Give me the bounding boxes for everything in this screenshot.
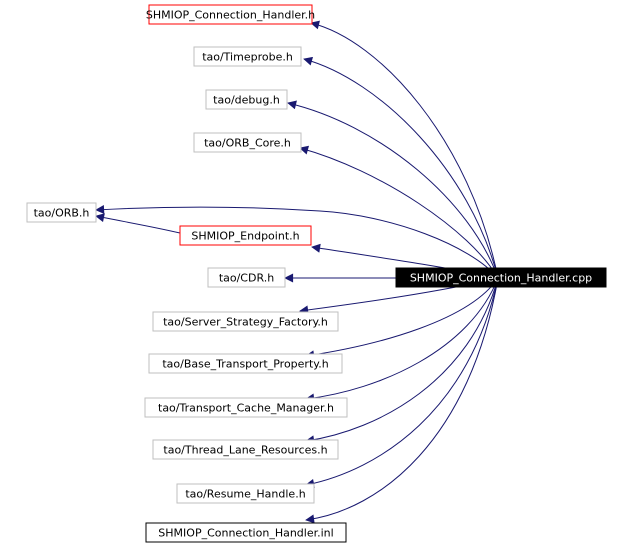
- node-shmiop-connection-handler-inl[interactable]: SHMIOP_Connection_Handler.inl: [145, 522, 347, 543]
- node-label: SHMIOP_Connection_Handler.h: [146, 9, 315, 22]
- node-tao-orb-core-h[interactable]: tao/ORB_Core.h: [193, 132, 302, 153]
- edge-to-tao-orb-core-h: [299, 145, 499, 279]
- node-label: tao/Server_Strategy_Factory.h: [163, 316, 328, 329]
- node-label: tao/debug.h: [213, 94, 280, 107]
- node-tao-cdr-h[interactable]: tao/CDR.h: [207, 267, 286, 288]
- node-shmiop-endpoint-h[interactable]: SHMIOP_Endpoint.h: [179, 225, 312, 246]
- node-label: tao/ORB_Core.h: [204, 137, 291, 150]
- node-source-shmiop-connection-handler-cpp[interactable]: SHMIOP_Connection_Handler.cpp: [395, 267, 607, 288]
- node-label: tao/Timeprobe.h: [202, 51, 293, 64]
- node-tao-debug-h[interactable]: tao/debug.h: [205, 89, 288, 110]
- node-label: tao/ORB.h: [34, 207, 90, 220]
- node-label: tao/Base_Transport_Property.h: [162, 358, 328, 371]
- edge-to-tao-thread-lane-resources-h: [305, 277, 499, 445]
- node-tao-base-transport-property-h[interactable]: tao/Base_Transport_Property.h: [148, 353, 343, 374]
- node-tao-timeprobe-h[interactable]: tao/Timeprobe.h: [193, 46, 302, 67]
- node-tao-orb-h[interactable]: tao/ORB.h: [26, 202, 97, 223]
- node-label: tao/Transport_Cache_Manager.h: [158, 402, 334, 415]
- edge-to-shmiop-connection-handler-h: [310, 20, 499, 279]
- edge-endpoint-to-tao-orb-h: [95, 213, 181, 234]
- edge-to-tao-debug-h: [287, 100, 499, 279]
- node-label: tao/Resume_Handle.h: [185, 488, 305, 501]
- edge-to-shmiop-connection-handler-inl: [305, 277, 499, 524]
- nodes-layer: SHMIOP_Connection_Handler.h tao/Timeprob…: [26, 4, 607, 543]
- node-tao-transport-cache-manager-h[interactable]: tao/Transport_Cache_Manager.h: [144, 397, 348, 418]
- edge-to-tao-base-transport-property-h: [305, 277, 499, 360]
- node-label: tao/Thread_Lane_Resources.h: [163, 444, 327, 457]
- node-label: SHMIOP_Endpoint.h: [191, 230, 299, 243]
- node-label: SHMIOP_Connection_Handler.inl: [158, 527, 333, 540]
- node-tao-thread-lane-resources-h[interactable]: tao/Thread_Lane_Resources.h: [152, 439, 339, 460]
- node-tao-resume-handle-h[interactable]: tao/Resume_Handle.h: [176, 483, 315, 504]
- edge-to-tao-resume-handle-h: [305, 277, 499, 488]
- node-shmiop-connection-handler-h[interactable]: SHMIOP_Connection_Handler.h: [146, 4, 315, 25]
- node-label: tao/CDR.h: [219, 272, 274, 285]
- node-tao-server-strategy-factory-h[interactable]: tao/Server_Strategy_Factory.h: [152, 311, 339, 332]
- edge-to-tao-transport-cache-manager-h: [305, 277, 499, 403]
- edge-to-tao-timeprobe-h: [303, 56, 499, 279]
- node-label: SHMIOP_Connection_Handler.cpp: [410, 272, 592, 285]
- edge-source-to-tao-orb-h: [95, 205, 499, 279]
